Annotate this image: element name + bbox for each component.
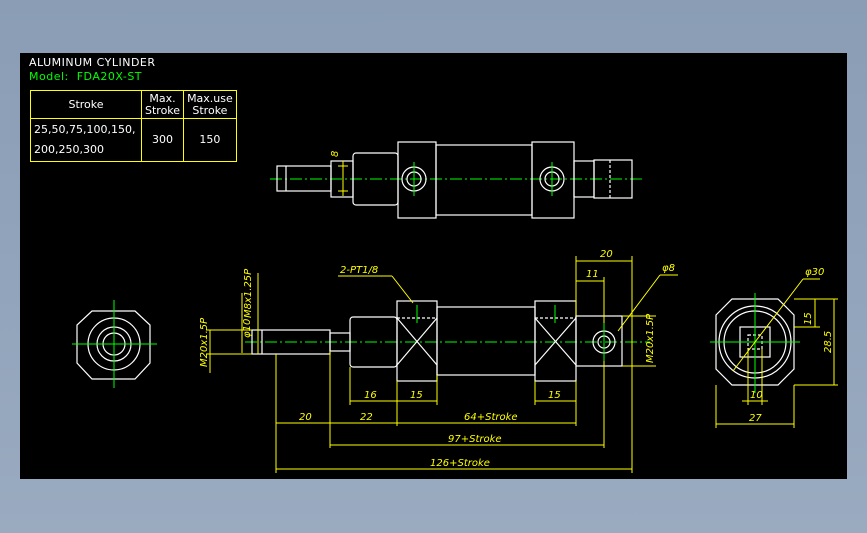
dim-port: 2-PT1/8 bbox=[340, 265, 378, 276]
dim-len-15-front: 15 bbox=[410, 390, 423, 401]
drawing-canvas: ALUMINUM CYLINDER Model: FDA20X-ST Strok… bbox=[20, 53, 847, 479]
spec-table: Stroke Max. Stroke Max.use Stroke 25,50,… bbox=[30, 90, 237, 162]
dim-height-28-5: 28.5 bbox=[823, 331, 834, 353]
dim-pin-dia: φ8 bbox=[662, 263, 675, 274]
dim-clevis-width: 20 bbox=[600, 249, 613, 260]
dim-body-dia: φ30 bbox=[805, 267, 824, 278]
top-view: 8 bbox=[270, 141, 645, 219]
dim-rod-thread: M8x1.25P bbox=[243, 268, 254, 318]
dim-height-15: 15 bbox=[803, 312, 814, 325]
max-stroke-header-1: Max. bbox=[149, 91, 176, 105]
spec-data-row: 25,50,75,100,150, 200,250,300 300 150 bbox=[30, 118, 237, 162]
cad-drawing: 8 bbox=[72, 141, 838, 473]
dim-len-97: 97+Stroke bbox=[448, 434, 502, 445]
dim-clevis-offset: 11 bbox=[586, 269, 599, 280]
dim-len-22: 22 bbox=[360, 412, 373, 423]
model-line: Model: FDA20X-ST bbox=[29, 70, 142, 83]
dim-len-20: 20 bbox=[299, 412, 312, 423]
dim-len-body: 64+Stroke bbox=[464, 412, 518, 423]
dim-width-10: 10 bbox=[750, 390, 763, 401]
main-side-view: 2-PT1/8 M20x1.5P φ10 M8x1.25P 20 11 φ8 M… bbox=[199, 249, 678, 473]
stroke-header: Stroke bbox=[30, 90, 142, 119]
max-use-header: Max.use Stroke bbox=[183, 90, 237, 119]
right-end-view: φ30 15 28.5 10 27 bbox=[710, 267, 838, 428]
max-stroke-header-2: Stroke bbox=[145, 103, 181, 117]
dim-len-16: 16 bbox=[364, 390, 377, 401]
max-stroke-value: 300 bbox=[140, 118, 185, 162]
dim-width-27: 27 bbox=[749, 413, 762, 424]
stroke-values: 25,50,75,100,150, 200,250,300 bbox=[30, 118, 142, 162]
max-use-value: 150 bbox=[183, 118, 237, 162]
dim-rod-dia: φ10 bbox=[242, 319, 253, 338]
stroke-values-2: 200,250,300 bbox=[34, 143, 104, 156]
model-label: Model: bbox=[29, 70, 69, 83]
dim-len-15-rear: 15 bbox=[548, 390, 561, 401]
stroke-values-1: 25,50,75,100,150, bbox=[34, 123, 136, 136]
model-value: FDA20X-ST bbox=[76, 70, 143, 83]
drawing-title: ALUMINUM CYLINDER bbox=[29, 56, 156, 69]
max-use-header-2: Stroke bbox=[192, 103, 228, 117]
left-end-view bbox=[72, 300, 157, 388]
spec-header-row: Stroke Max. Stroke Max.use Stroke bbox=[30, 90, 237, 119]
dim-len-126: 126+Stroke bbox=[430, 458, 490, 469]
max-stroke-header: Max. Stroke bbox=[140, 90, 185, 119]
dim-nose-thread-left: M20x1.5P bbox=[199, 317, 210, 367]
dim-nose-thread-right: M20x1.5P bbox=[645, 313, 656, 363]
dim-top-rod: 8 bbox=[330, 151, 341, 157]
max-use-header-1: Max.use bbox=[187, 91, 233, 105]
